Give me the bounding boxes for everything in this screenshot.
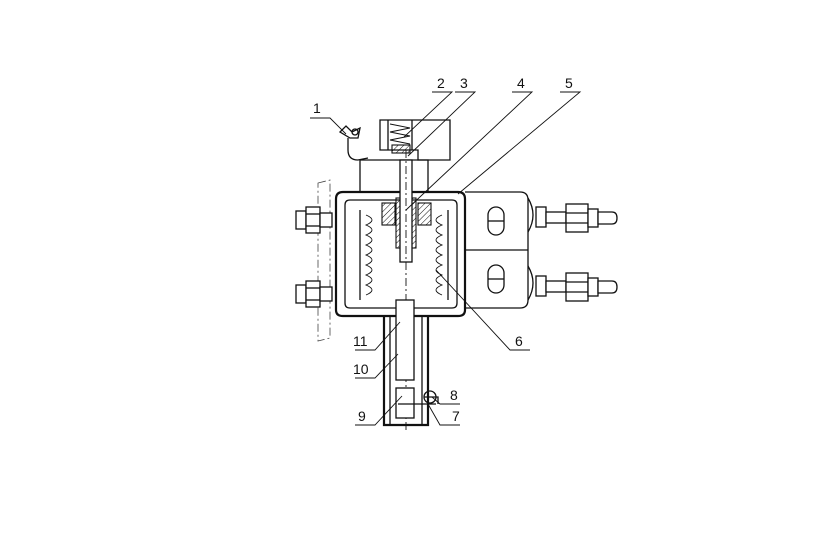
lower-tube (382, 299, 439, 427)
label-11: 11 (353, 333, 368, 349)
label-10: 10 (353, 361, 369, 377)
mounting-plate (317, 179, 331, 342)
leader-lines (310, 91, 582, 426)
label-8: 8 (450, 387, 458, 403)
terminal-block (465, 191, 618, 309)
springs (359, 210, 449, 300)
part-labels: 1 2 3 4 5 6 7 8 9 10 11 (313, 75, 573, 424)
housing (334, 190, 467, 318)
label-5: 5 (565, 75, 573, 91)
label-3: 3 (460, 75, 468, 91)
label-4: 4 (517, 75, 525, 91)
label-6: 6 (515, 333, 523, 349)
label-2: 2 (437, 75, 445, 91)
label-9: 9 (358, 408, 366, 424)
left-bolts (295, 206, 333, 308)
ground-clip (338, 125, 369, 161)
label-7: 7 (452, 408, 460, 424)
label-1: 1 (313, 100, 321, 116)
plunger-assembly (381, 150, 432, 430)
